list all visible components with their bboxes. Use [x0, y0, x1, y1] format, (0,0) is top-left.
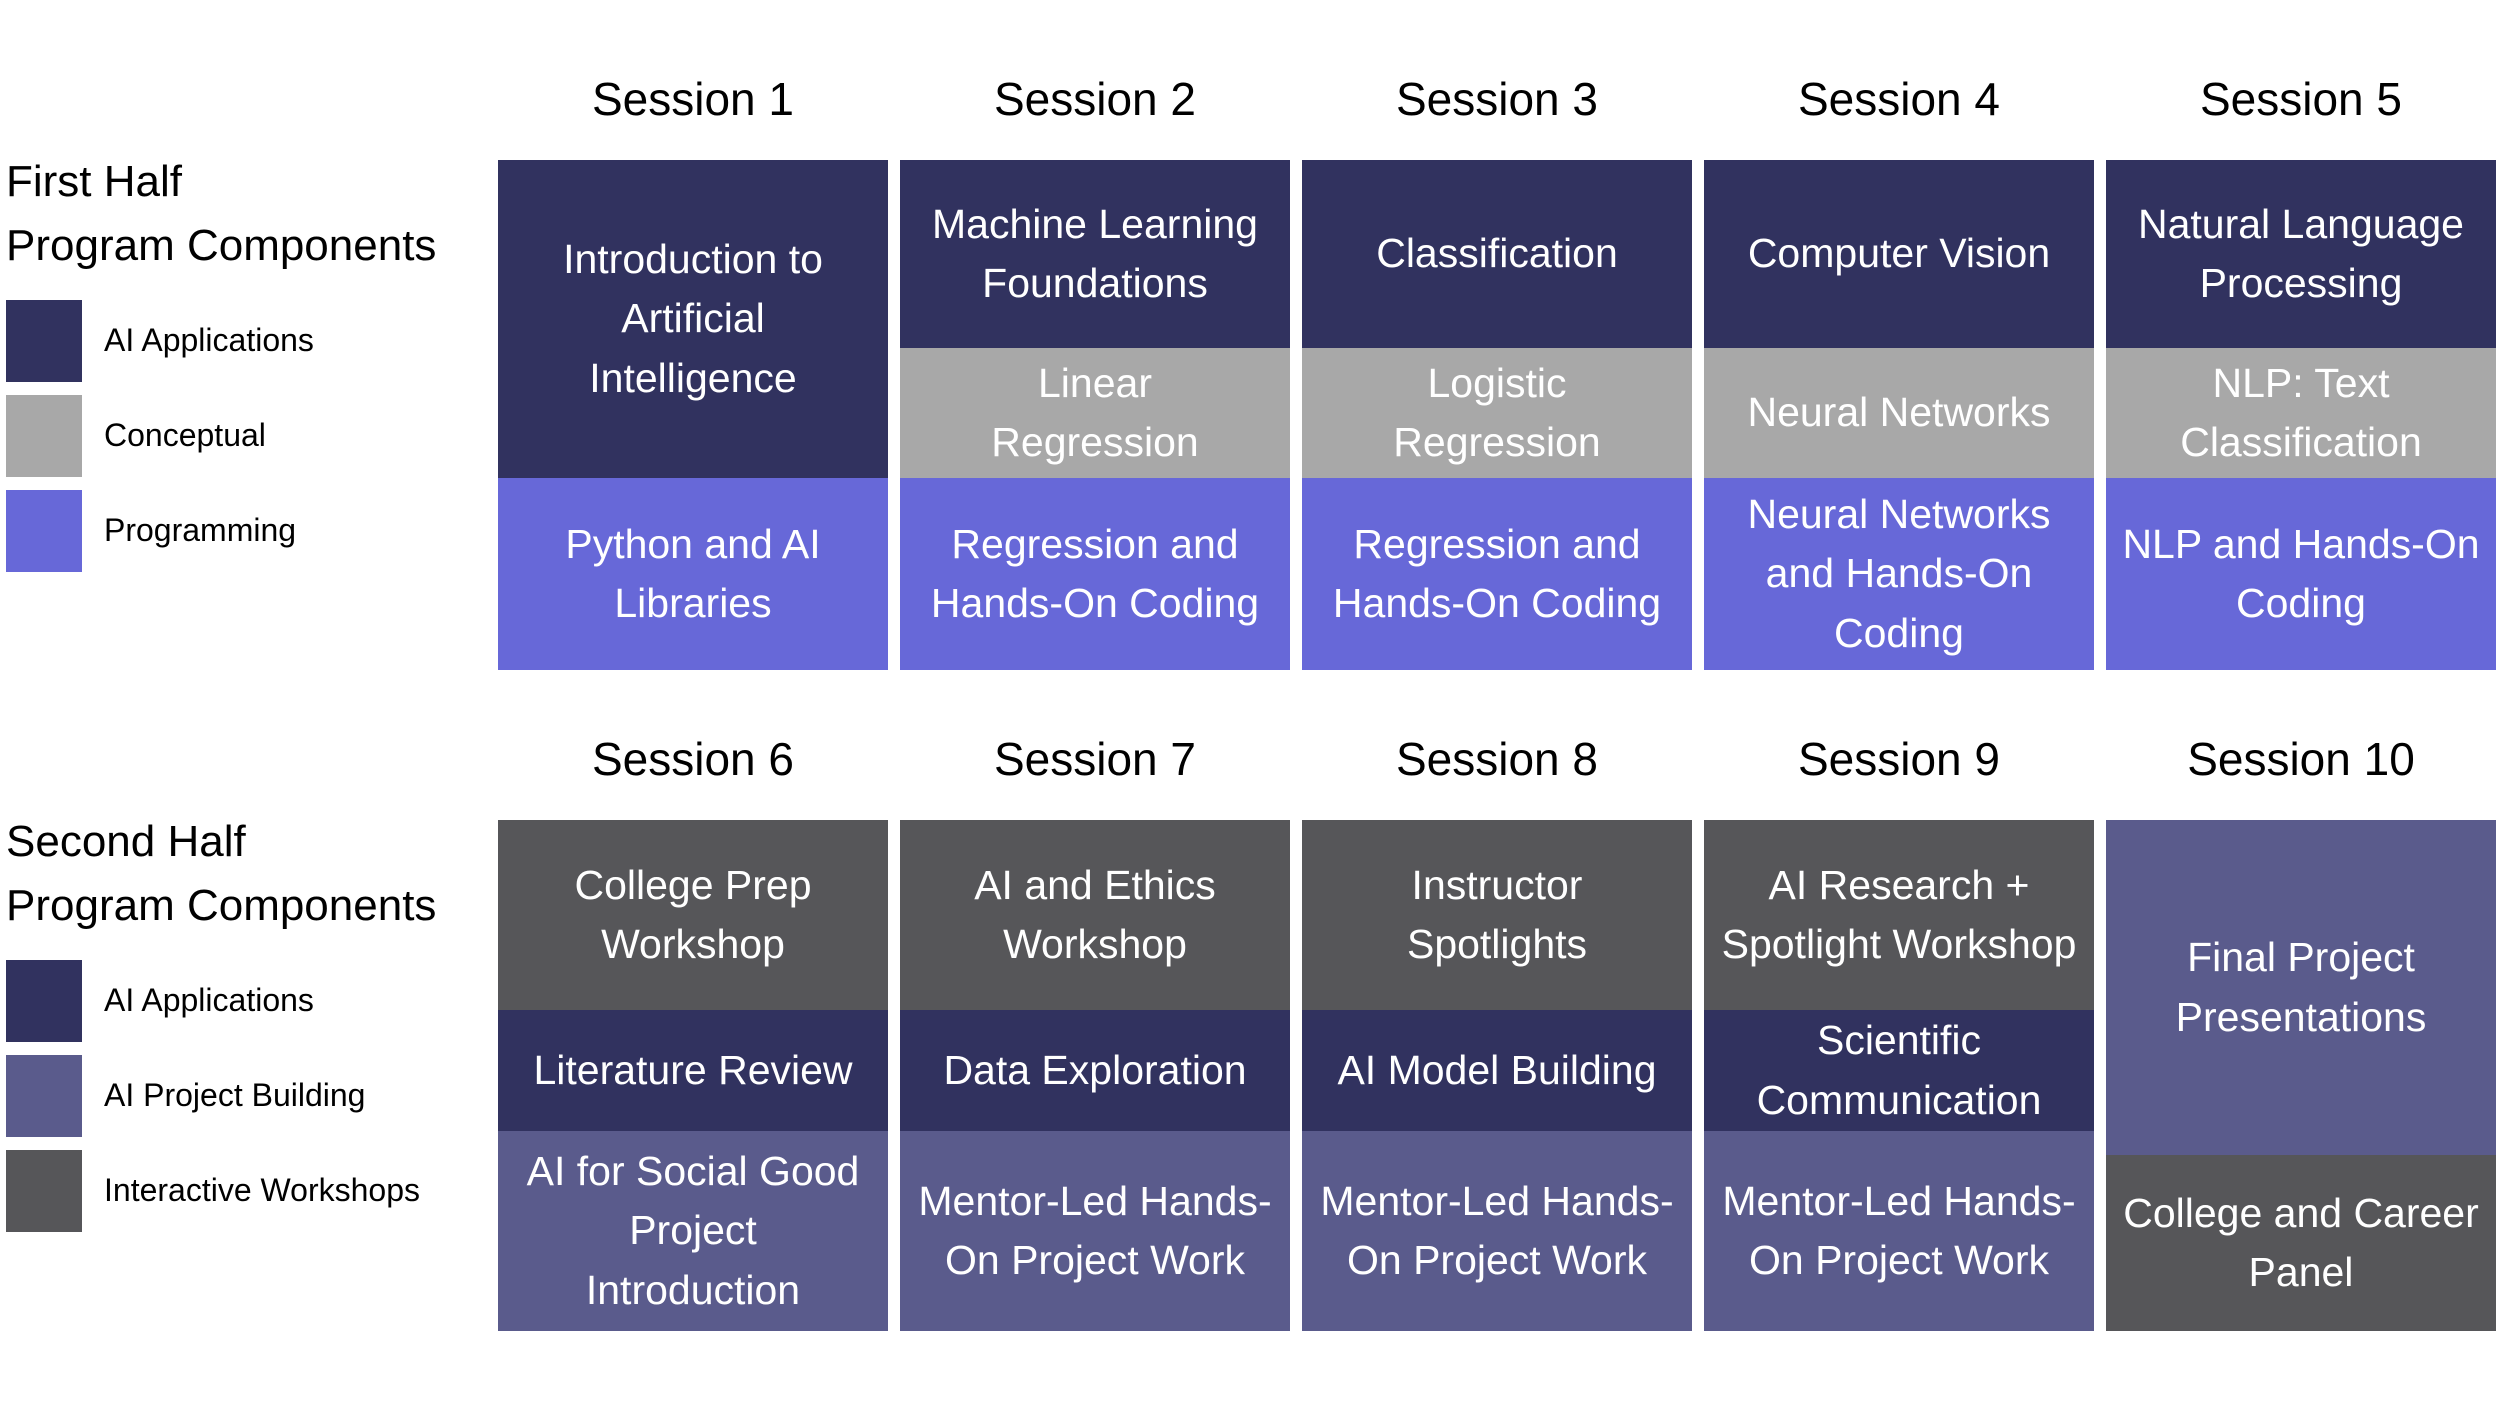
session-6-block-2: Literature Review: [498, 1010, 888, 1131]
session-2-block-2: Linear Regression: [900, 348, 1290, 478]
session-1-block-2: Python and AI Libraries: [498, 478, 888, 670]
session-2-block-3: Regression and Hands-On Coding: [900, 478, 1290, 670]
session-1-header: Session 1: [591, 73, 794, 125]
first-half-legend-title: First Half Program Components: [6, 157, 437, 270]
session-7-block-2: Data Exploration: [900, 1010, 1290, 1131]
session-5-block-3: NLP and Hands-On Coding: [2106, 478, 2496, 670]
ai-applications-swatch: [6, 959, 82, 1042]
session-6-block-3: AI for Social Good Project Introduction: [498, 1131, 888, 1331]
session-2-header: Session 2: [993, 73, 1196, 125]
legend-label: Interactive Workshops: [104, 1172, 420, 1209]
legend-item-programming: Programming: [6, 489, 486, 572]
first-half-legend: First Half Program Components AI Applica…: [6, 150, 486, 585]
second-half-legend: Second Half Program Components AI Applic…: [6, 810, 486, 1245]
legend-label: AI Applications: [104, 322, 314, 359]
session-4-block-1: Computer Vision: [1704, 160, 2094, 348]
legend-item-interactive-workshops: Interactive Workshops: [6, 1149, 486, 1232]
session-3-header: Session 3: [1395, 73, 1598, 125]
session-4-block-2: Neural Networks: [1704, 348, 2094, 478]
legend-label: Programming: [104, 512, 297, 549]
session-9-block-3: Mentor-Led Hands- On Project Work: [1704, 1131, 2094, 1331]
session-2-block-1: Machine Learning Foundations: [900, 160, 1290, 348]
session-10-block-1: Final Project Presentations: [2106, 820, 2496, 1155]
session-3-block-1: Classification: [1302, 160, 1692, 348]
session-9-block-1: AI Research + Spotlight Workshop: [1704, 820, 2094, 1010]
session-5-column: Natural Language Processing NLP: Text Cl…: [2106, 160, 2496, 670]
legend-item-conceptual: Conceptual: [6, 394, 486, 477]
session-9-header: Session 9: [1797, 733, 2000, 785]
session-10-header: Session 10: [2187, 733, 2415, 785]
session-8-block-1: Instructor Spotlights: [1302, 820, 1692, 1010]
second-half-session-headers: Session 6 Session 7 Session 8 Session 9 …: [498, 726, 2496, 792]
session-4-header: Session 4: [1797, 73, 2000, 125]
session-8-column: Instructor Spotlights AI Model Building …: [1302, 820, 1692, 1331]
session-8-block-2: AI Model Building: [1302, 1010, 1692, 1131]
conceptual-swatch: [6, 394, 82, 477]
legend-label: AI Applications: [104, 982, 314, 1019]
session-2-column: Machine Learning Foundations Linear Regr…: [900, 160, 1290, 670]
session-7-block-3: Mentor-Led Hands- On Project Work: [900, 1131, 1290, 1331]
legend-item-ai-project-building: AI Project Building: [6, 1054, 486, 1137]
session-3-block-2: Logistic Regression: [1302, 348, 1692, 478]
session-1-block-1: Introduction to Artificial Intelligence: [498, 160, 888, 478]
legend-item-ai-applications: AI Applications: [6, 299, 486, 382]
ai-project-building-swatch: [6, 1054, 82, 1137]
session-5-header: Session 5: [2199, 73, 2402, 125]
session-4-column: Computer Vision Neural Networks Neural N…: [1704, 160, 2094, 670]
session-9-block-2: Scientific Communication: [1704, 1010, 2094, 1131]
session-10-block-2: College and Career Panel: [2106, 1155, 2496, 1331]
second-half-columns: College Prep Workshop Literature Review …: [498, 820, 2496, 1331]
second-half-legend-title: Second Half Program Components: [6, 817, 437, 930]
legend-label: Conceptual: [104, 417, 266, 454]
first-half-session-headers: Session 1 Session 2 Session 3 Session 4 …: [498, 66, 2496, 132]
session-6-block-1: College Prep Workshop: [498, 820, 888, 1010]
session-7-header: Session 7: [993, 733, 1196, 785]
legend-item-ai-applications: AI Applications: [6, 959, 486, 1042]
session-5-block-1: Natural Language Processing: [2106, 160, 2496, 348]
session-5-block-2: NLP: Text Classification: [2106, 348, 2496, 478]
session-9-column: AI Research + Spotlight Workshop Scienti…: [1704, 820, 2094, 1331]
interactive-workshops-swatch: [6, 1149, 82, 1232]
session-7-block-1: AI and Ethics Workshop: [900, 820, 1290, 1010]
session-8-block-3: Mentor-Led Hands- On Project Work: [1302, 1131, 1692, 1331]
session-8-header: Session 8: [1395, 733, 1598, 785]
session-4-block-3: Neural Networks and Hands-On Coding: [1704, 478, 2094, 670]
session-3-block-3: Regression and Hands-On Coding: [1302, 478, 1692, 670]
session-6-header: Session 6: [591, 733, 794, 785]
session-7-column: AI and Ethics Workshop Data Exploration …: [900, 820, 1290, 1331]
legend-label: AI Project Building: [104, 1077, 366, 1114]
session-3-column: Classification Logistic Regression Regre…: [1302, 160, 1692, 670]
first-half-columns: Introduction to Artificial Intelligence …: [498, 160, 2496, 670]
session-6-column: College Prep Workshop Literature Review …: [498, 820, 888, 1331]
ai-applications-swatch: [6, 299, 82, 382]
programming-swatch: [6, 489, 82, 572]
session-10-column: Final Project Presentations College and …: [2106, 820, 2496, 1331]
session-1-column: Introduction to Artificial Intelligence …: [498, 160, 888, 670]
